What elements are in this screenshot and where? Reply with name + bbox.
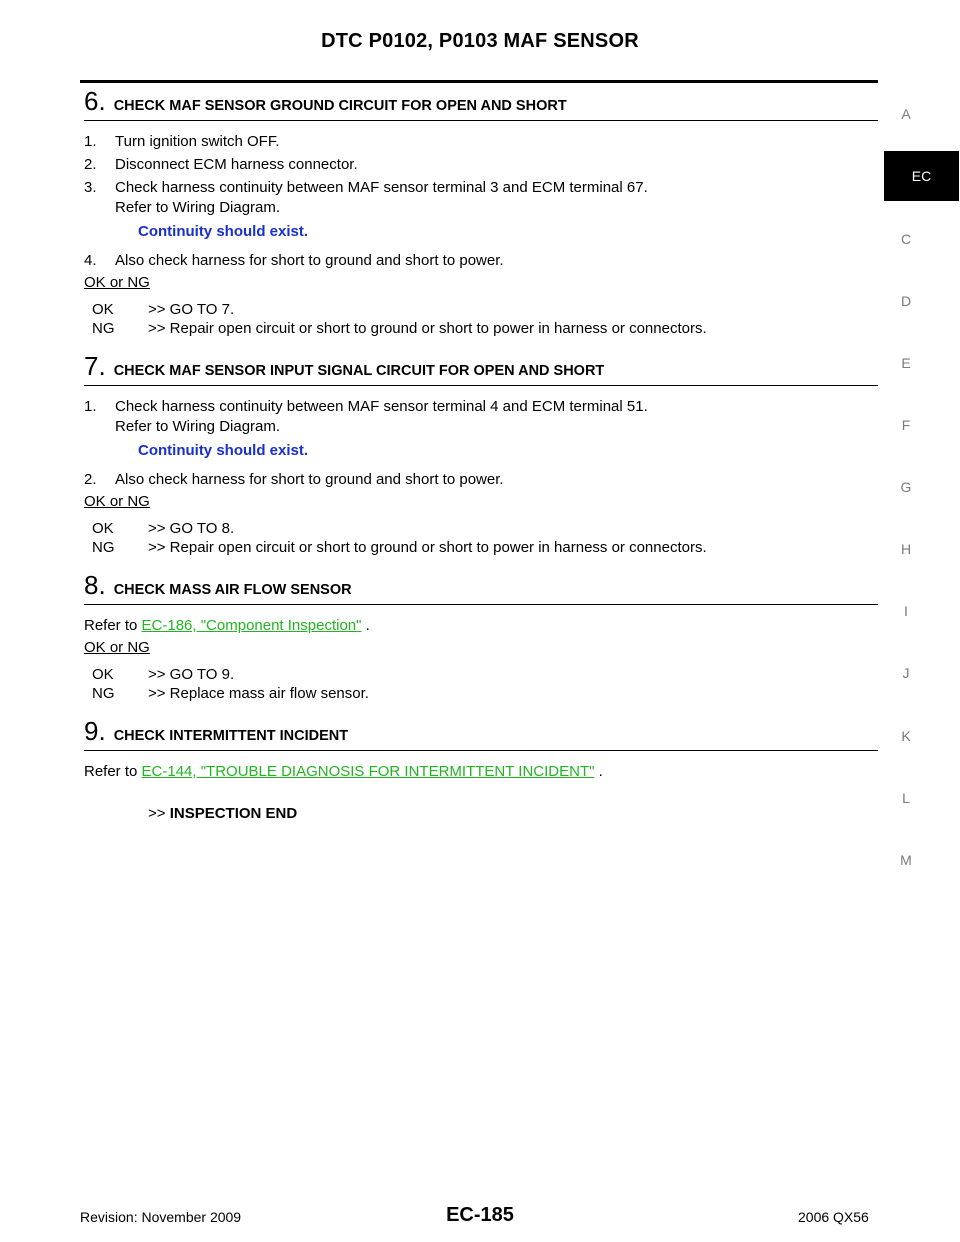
xref-link-component-inspection[interactable]: EC-186, "Component Inspection": [141, 617, 362, 634]
result-ok: OK >> GO TO 9.: [92, 666, 235, 683]
step-title-row: 6. CHECK MAF SENSOR GROUND CIRCUIT FOR O…: [84, 86, 878, 121]
list-item: 2. Also check harness for short to groun…: [84, 471, 504, 488]
step-body: Refer to EC-186, "Component Inspection" …: [84, 605, 878, 703]
side-tab-h[interactable]: H: [900, 541, 912, 557]
list-item: 3. Check harness continuity between MAF …: [84, 179, 648, 196]
ok-ng-heading: OK or NG: [84, 639, 150, 656]
list-item: 1. Turn ignition switch OFF.: [84, 133, 280, 150]
refer-line: Refer to EC-186, "Component Inspection" …: [84, 617, 370, 634]
result-ng: NG >> Repair open circuit or short to gr…: [92, 539, 707, 556]
side-tab-g[interactable]: G: [900, 479, 912, 495]
header-rule: [80, 80, 878, 83]
spec-callout: Continuity should exist.: [138, 442, 309, 459]
page-title: DTC P0102, P0103 MAF SENSOR: [321, 30, 639, 52]
step-title-row: 8. CHECK MASS AIR FLOW SENSOR: [84, 570, 878, 605]
side-tab-c[interactable]: C: [900, 231, 912, 247]
side-tab-k[interactable]: K: [901, 728, 911, 744]
step-number: 8.: [84, 570, 106, 600]
step-heading: CHECK MAF SENSOR INPUT SIGNAL CIRCUIT FO…: [113, 363, 605, 379]
side-tab-l[interactable]: L: [902, 790, 910, 806]
side-tab-a[interactable]: A: [901, 106, 911, 122]
inspection-end: >> INSPECTION END: [148, 805, 298, 822]
step-number: 6.: [84, 86, 106, 116]
side-tab-d[interactable]: D: [900, 293, 912, 309]
step-number: 9.: [84, 716, 106, 746]
result-ok: OK >> GO TO 7.: [92, 301, 235, 318]
result-ng: NG >> Replace mass air flow sensor.: [92, 685, 369, 702]
result-ok: OK >> GO TO 8.: [92, 520, 235, 537]
step-title-row: 7. CHECK MAF SENSOR INPUT SIGNAL CIRCUIT…: [84, 351, 878, 386]
spec-callout: Continuity should exist.: [138, 223, 309, 240]
page-number: EC-185: [446, 1204, 514, 1226]
xref-link-intermittent-incident[interactable]: EC-144, "TROUBLE DIAGNOSIS FOR INTERMITT…: [141, 763, 595, 780]
step-6: 6. CHECK MAF SENSOR GROUND CIRCUIT FOR O…: [84, 86, 878, 338]
result-ng: NG >> Repair open circuit or short to gr…: [92, 320, 707, 337]
side-tab-e[interactable]: E: [901, 355, 911, 371]
footer-model: 2006 QX56: [798, 1209, 869, 1225]
step-heading: CHECK MAF SENSOR GROUND CIRCUIT FOR OPEN…: [113, 98, 567, 114]
list-item: 4. Also check harness for short to groun…: [84, 252, 504, 269]
document-content: 6. CHECK MAF SENSOR GROUND CIRCUIT FOR O…: [84, 86, 878, 822]
step-heading: CHECK MASS AIR FLOW SENSOR: [113, 582, 352, 598]
ok-ng-heading: OK or NG: [84, 493, 150, 510]
side-tab-m[interactable]: M: [900, 852, 912, 868]
step-body: 1. Check harness continuity between MAF …: [84, 386, 878, 557]
list-item: 1. Check harness continuity between MAF …: [84, 398, 648, 415]
step-title-row: 9. CHECK INTERMITTENT INCIDENT: [84, 716, 878, 751]
step-7: 7. CHECK MAF SENSOR INPUT SIGNAL CIRCUIT…: [84, 351, 878, 557]
sub-note: Refer to Wiring Diagram.: [115, 199, 281, 216]
side-tab-j[interactable]: J: [902, 665, 910, 681]
step-body: Refer to EC-144, "TROUBLE DIAGNOSIS FOR …: [84, 751, 878, 822]
side-tab-i[interactable]: I: [904, 603, 908, 619]
ok-ng-heading: OK or NG: [84, 274, 150, 291]
step-body: 1. Turn ignition switch OFF. 2. Disconne…: [84, 121, 878, 338]
step-number: 7.: [84, 351, 106, 381]
side-tab-ec[interactable]: EC: [884, 151, 959, 201]
refer-line: Refer to EC-144, "TROUBLE DIAGNOSIS FOR …: [84, 763, 603, 780]
side-tab-f[interactable]: F: [901, 417, 911, 433]
list-item: 2. Disconnect ECM harness connector.: [84, 156, 358, 173]
step-8: 8. CHECK MASS AIR FLOW SENSOR Refer to E…: [84, 570, 878, 703]
step-heading: CHECK INTERMITTENT INCIDENT: [113, 728, 349, 744]
step-9: 9. CHECK INTERMITTENT INCIDENT Refer to …: [84, 716, 878, 822]
footer-revision: Revision: November 2009: [80, 1209, 242, 1225]
sub-note: Refer to Wiring Diagram.: [115, 418, 281, 435]
